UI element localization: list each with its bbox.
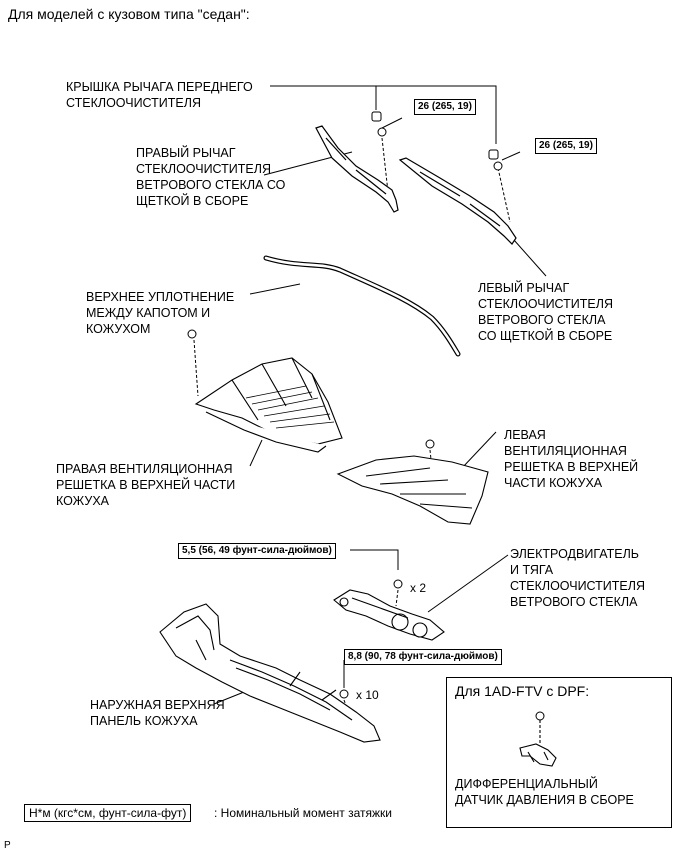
leader-wiper-cap xyxy=(270,85,377,110)
torque-right-nut: 26 (265, 19) xyxy=(414,99,476,115)
torque-motor-bolts: 5,5 (56, 49 фунт-сила-дюймов) xyxy=(178,543,336,559)
legend-description: : Номинальный момент затяжки xyxy=(214,806,392,820)
torque-left-nut: 26 (265, 19) xyxy=(535,138,597,154)
label-left-cowl-louver: ЛЕВАЯ ВЕНТИЛЯЦИОННАЯ РЕШЕТКА В ВЕРХНЕЙ Ч… xyxy=(504,428,639,490)
corner-mark: P xyxy=(4,840,11,851)
left-wiper-cap xyxy=(488,149,503,171)
right-wiper-cap xyxy=(371,111,387,137)
page-title: Для моделей с кузовом типа "седан": xyxy=(8,6,250,22)
label-right-wiper-arm: ПРАВЫЙ РЫЧАГ СТЕКЛООЧИСТИТЕЛЯ ВЕТРОВОГО … xyxy=(136,146,286,208)
differential-pressure-sensor xyxy=(519,720,557,767)
leader-motor-torque xyxy=(350,549,399,570)
label-differential-pressure-sensor: ДИФФЕРЕНЦИАЛЬНЫЙ ДАТЧИК ДАВЛЕНИЯ В СБОРЕ xyxy=(455,777,634,807)
wiper-motor-link xyxy=(333,589,445,641)
left-wiper-arm xyxy=(398,157,517,245)
label-wiper-cap: КРЫШКА РЫЧАГА ПЕРЕДНЕГО СТЕКЛООЧИСТИТЕЛЯ xyxy=(66,80,253,110)
legend-torque-units: Н*м (кгс*см, фунт-сила-фут) xyxy=(24,804,192,822)
inset-title: Для 1AD-FTV с DPF: xyxy=(455,683,590,699)
right-cowl-louver xyxy=(194,357,343,453)
right-wiper-arm xyxy=(315,125,399,213)
qty-panel-bolts: x 10 xyxy=(356,688,379,702)
leader-outer-panel xyxy=(213,691,245,705)
label-left-wiper-arm: ЛЕВЫЙ РЫЧАГ СТЕКЛООЧИСТИТЕЛЯ ВЕТРОВОГО С… xyxy=(478,281,613,343)
leader-wiper-motor xyxy=(427,554,509,613)
label-hood-seal: ВЕРХНЕЕ УПЛОТНЕНИЕ МЕЖДУ КАПОТОМ И КОЖУХ… xyxy=(86,290,235,336)
label-wiper-motor-link: ЭЛЕКТРОДВИГАТЕЛЬ И ТЯГА СТЕКЛООЧИСТИТЕЛЯ… xyxy=(510,547,645,609)
leader-right-louver xyxy=(249,439,263,467)
left-cowl-louver xyxy=(336,455,489,525)
qty-motor-bolts: x 2 xyxy=(410,581,427,595)
label-right-cowl-louver: ПРАВАЯ ВЕНТИЛЯЦИОННАЯ РЕШЕТКА В ВЕРХНЕЙ … xyxy=(56,462,236,508)
inset-1ad-ftv-dpf: Для 1AD-FTV с DPF: ДИФФЕРЕНЦИАЛЬНЫЙ ДАТЧ… xyxy=(446,677,672,828)
leader-hood-seal xyxy=(249,283,301,295)
hood-seal xyxy=(263,255,461,357)
label-outer-cowl-panel: НАРУЖНАЯ ВЕРХНЯЯ ПАНЕЛЬ КОЖУХА xyxy=(90,698,225,728)
torque-panel-bolts: 8,8 (90, 78 фунт-сила-дюймов) xyxy=(344,649,502,665)
leader-left-arm xyxy=(513,239,547,277)
outer-cowl-panel xyxy=(159,603,381,743)
leader-left-louver xyxy=(461,431,497,469)
